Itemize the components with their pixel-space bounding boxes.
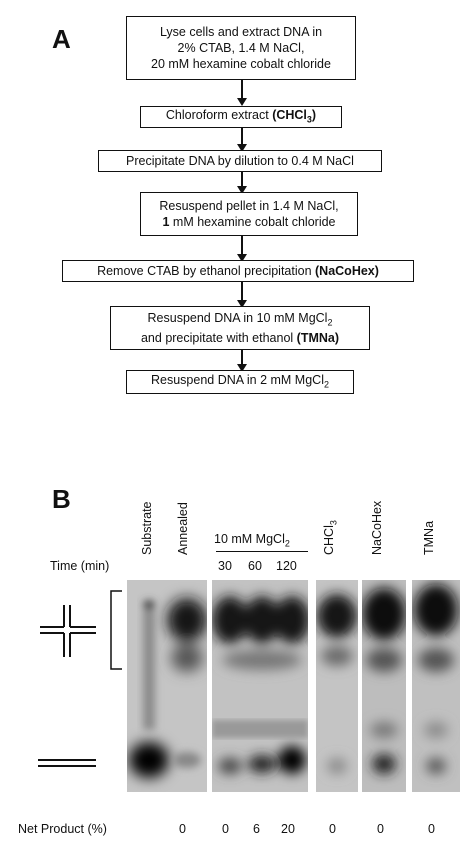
gel-image-left — [127, 580, 207, 792]
net-product-mg30: 0 — [222, 822, 229, 836]
step2-text: Chloroform extract — [165, 107, 273, 122]
arrow-1 — [241, 80, 243, 100]
net-product-tmna: 0 — [428, 822, 435, 836]
arrow-5 — [241, 282, 243, 302]
gel-image-tmna — [412, 580, 460, 792]
bracket — [110, 590, 122, 670]
lane-label-tmna: TMNa — [422, 520, 436, 555]
duplex-dna-icon — [38, 759, 96, 767]
gel-image-mg — [212, 580, 308, 792]
panel-b-letter: B — [52, 484, 71, 514]
arrow-4 — [241, 236, 243, 256]
flow-step-chloroform: Chloroform extract (CHCl3) — [140, 106, 342, 128]
step6-line1: Resuspend DNA in 10 mM MgCl2 — [147, 310, 333, 328]
net-product-chcl3: 0 — [329, 822, 336, 836]
net-product-label: Net Product (%) — [18, 822, 107, 836]
mgcl2-header: 10 mM MgCl2 — [214, 532, 290, 549]
lane-label-annealed: Annealed — [176, 502, 190, 555]
arrow-1-head — [237, 98, 247, 106]
lane-label-nacohex: NaCoHex — [370, 500, 384, 555]
time-120: 120 — [276, 559, 297, 573]
step3-text: Precipitate DNA by dilution to 0.4 M NaC… — [126, 154, 354, 168]
flow-step-resuspend-mgcl2: Resuspend DNA in 10 mM MgCl2 and precipi… — [110, 306, 370, 350]
step4-line1: Resuspend pellet in 1.4 M NaCl, — [159, 199, 339, 213]
step2-bold: (CHCl3) — [272, 107, 317, 125]
arrow-6-head — [237, 364, 247, 372]
net-product-mg60: 6 — [253, 822, 260, 836]
lane-label-substrate: Substrate — [140, 501, 154, 555]
arrow-5-head — [237, 300, 247, 308]
arrow-2-head — [237, 144, 247, 152]
net-product-nacohex: 0 — [377, 822, 384, 836]
arrow-4-head — [237, 254, 247, 262]
arrow-3 — [241, 172, 243, 188]
holliday-junction-icon — [40, 605, 96, 657]
flow-step-resuspend-pellet: Resuspend pellet in 1.4 M NaCl, 1 mM hex… — [140, 192, 358, 236]
step1-line1: Lyse cells and extract DNA in — [159, 25, 323, 39]
step4-line2: 1 mM hexamine cobalt chloride — [162, 215, 336, 229]
step1-line2: 2% CTAB, 1.4 M NaCl, — [177, 41, 305, 55]
step6-line2: and precipitate with ethanol — [140, 331, 297, 346]
step7-text: Resuspend DNA in 2 mM MgCl2 — [151, 372, 329, 390]
panel-a-letter: A — [52, 24, 71, 54]
time-30: 30 — [218, 559, 232, 573]
gel-image-nacohex — [362, 580, 406, 792]
flow-step-precipitate: Precipitate DNA by dilution to 0.4 M NaC… — [98, 150, 382, 172]
step5-bold: (NaCoHex) — [315, 264, 379, 278]
mgcl2-underline — [216, 551, 308, 552]
flow-step-lyse: Lyse cells and extract DNA in 2% CTAB, 1… — [126, 16, 356, 80]
time-label: Time (min) — [50, 559, 110, 573]
time-60: 60 — [248, 559, 262, 573]
arrow-2 — [241, 128, 243, 146]
step6-bold: (TMNa) — [296, 331, 340, 346]
arrow-6 — [241, 350, 243, 366]
step5-text: Remove CTAB by ethanol precipitation — [97, 264, 316, 278]
net-product-annealed: 0 — [179, 822, 186, 836]
net-product-mg120: 20 — [281, 822, 295, 836]
gel-image-chcl3 — [316, 580, 358, 792]
flow-step-remove-ctab: Remove CTAB by ethanol precipitation (Na… — [62, 260, 414, 282]
arrow-3-head — [237, 186, 247, 194]
lane-label-chcl3: CHCl3 — [322, 520, 339, 555]
step1-line3: 20 mM hexamine cobalt chloride — [151, 57, 331, 71]
flow-step-final: Resuspend DNA in 2 mM MgCl2 — [126, 370, 354, 394]
